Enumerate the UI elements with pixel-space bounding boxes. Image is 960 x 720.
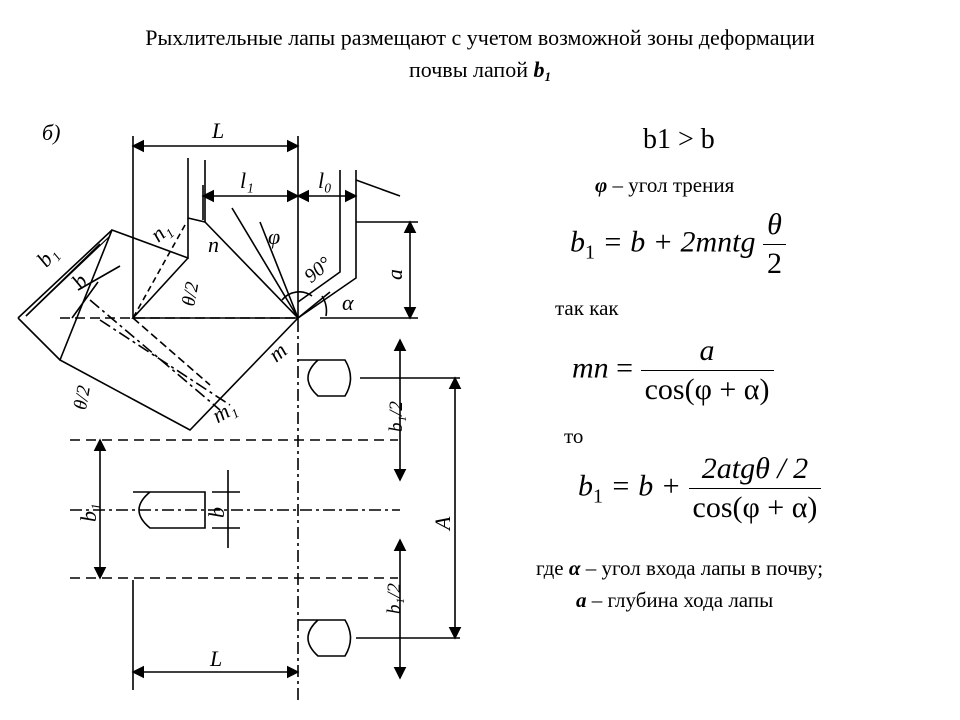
formula-2: mn = a cos(φ + α) bbox=[572, 334, 774, 407]
note-a-symbol: a bbox=[576, 588, 587, 612]
inequality: b1 > b bbox=[643, 124, 715, 155]
title-line-2-text: почвы лапой bbox=[409, 57, 534, 82]
f1-lhs: b bbox=[570, 225, 585, 259]
formula-3: b1 = b + 2atgθ / 2 cos(φ + α) bbox=[578, 452, 822, 525]
label-A: A bbox=[430, 516, 455, 532]
label-n: n bbox=[208, 232, 219, 257]
phi-symbol: φ bbox=[595, 173, 608, 197]
label-b1-half-upper: b₁/2 bbox=[386, 401, 407, 432]
f2-denominator: cos(φ + α) bbox=[640, 370, 774, 407]
f1-lhs-sub: 1 bbox=[585, 241, 595, 264]
f1-rhs: = b + 2mntg bbox=[595, 225, 756, 259]
label-phi: φ bbox=[268, 224, 280, 249]
f1-numerator: θ bbox=[767, 208, 782, 241]
f2-fraction: a cos(φ + α) bbox=[640, 334, 774, 407]
label-b1-section: b₁ bbox=[31, 241, 62, 271]
label-section-b: б) bbox=[42, 120, 60, 145]
f3-rhs: = b + bbox=[603, 469, 689, 503]
label-90: 90° bbox=[300, 253, 336, 288]
label-m1: m₁ bbox=[208, 394, 241, 427]
slide-title: Рыхлительные лапы размещают с учетом воз… bbox=[0, 22, 960, 93]
then-text: то bbox=[564, 424, 584, 448]
f3-lhs-sub: 1 bbox=[593, 485, 603, 508]
label-L-top: L bbox=[211, 118, 224, 143]
note-alpha: где α – угол входа лапы в почву; bbox=[536, 556, 823, 581]
tine-shank bbox=[187, 158, 206, 224]
f3-lhs: b bbox=[578, 469, 593, 503]
note-alpha-text: – угол входа лапы в почву; bbox=[580, 556, 824, 580]
label-l0: l₀ bbox=[318, 168, 332, 193]
f3-numerator: 2atgθ / 2 bbox=[701, 452, 809, 485]
tine-footprint-middle bbox=[133, 491, 206, 529]
label-b-mid: b bbox=[204, 507, 229, 518]
f3-fraction: 2atgθ / 2 cos(φ + α) bbox=[688, 452, 822, 525]
title-line-1: Рыхлительные лапы размещают с учетом воз… bbox=[145, 25, 815, 50]
tine-footprint-upper bbox=[298, 359, 352, 397]
note-alpha-prefix: где bbox=[536, 556, 569, 580]
tine-footprint-lower bbox=[298, 619, 352, 657]
label-m: m bbox=[263, 337, 291, 366]
ripper-layout-drawing: б) L l₁ l₀ a b₁ b θ/2 θ/2 φ 90° α n₁ n m… bbox=[17, 118, 462, 700]
note-alpha-symbol: α bbox=[568, 556, 581, 580]
note-a-text: – глубина хода лапы bbox=[586, 588, 774, 612]
label-theta-half-left: θ/2 bbox=[70, 383, 95, 411]
label-theta-half-top: θ/2 bbox=[178, 280, 203, 308]
label-b1-left: b₁ bbox=[76, 503, 101, 522]
label-l1: l₁ bbox=[240, 168, 254, 193]
f2-lhs: mn bbox=[572, 351, 609, 385]
phi-description: – угол трения bbox=[607, 173, 735, 197]
f2-numerator: a bbox=[699, 334, 715, 367]
f2-eq: = bbox=[608, 351, 641, 385]
title-symbol-b: b1 bbox=[533, 57, 551, 84]
label-alpha: α bbox=[342, 290, 354, 315]
phi-definition: φ – угол трения bbox=[595, 173, 734, 198]
f3-denominator: cos(φ + α) bbox=[688, 488, 822, 525]
label-a: a bbox=[382, 269, 407, 280]
f1-fraction: θ 2 bbox=[763, 208, 786, 281]
note-a: a – глубина хода лапы bbox=[576, 588, 773, 613]
formula-1: b1 = b + 2mntg θ 2 bbox=[570, 208, 786, 281]
label-b1-half-lower: b₁/2 bbox=[384, 583, 405, 614]
label-L-bottom: L bbox=[209, 646, 222, 671]
label-n1: n₁ bbox=[145, 216, 175, 247]
f1-denominator: 2 bbox=[763, 244, 786, 281]
title-line-2: почвы лапой b1 bbox=[0, 54, 960, 93]
so-as-text: так как bbox=[555, 296, 619, 320]
